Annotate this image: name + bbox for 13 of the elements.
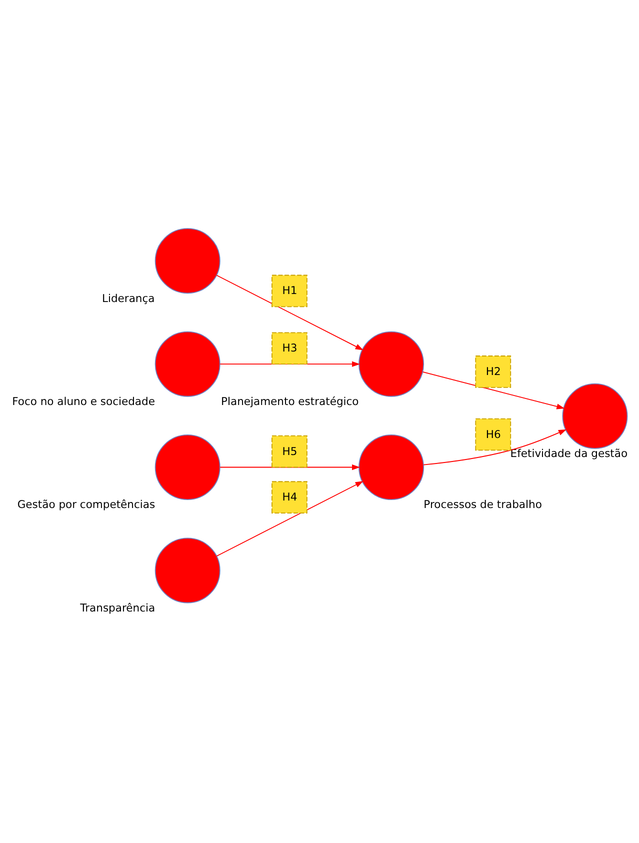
edge-label: H3 [282,342,298,355]
node-label: Efetividade da gestão [510,447,628,460]
node-label: Processos de trabalho [424,498,542,512]
edge-label: H2 [486,364,501,378]
node-label: Gestão por competências [17,498,156,512]
edge-label: H1 [282,284,298,298]
node-label: Planejamento estratégico [221,394,359,408]
edge-label: H6 [486,428,501,441]
node-label: Transparência [80,601,156,614]
node-label: Foco no aluno e sociedade [12,394,155,408]
edge-label: H5 [282,444,298,458]
node-label: Liderança [102,292,155,305]
edge-label: H4 [282,490,298,504]
